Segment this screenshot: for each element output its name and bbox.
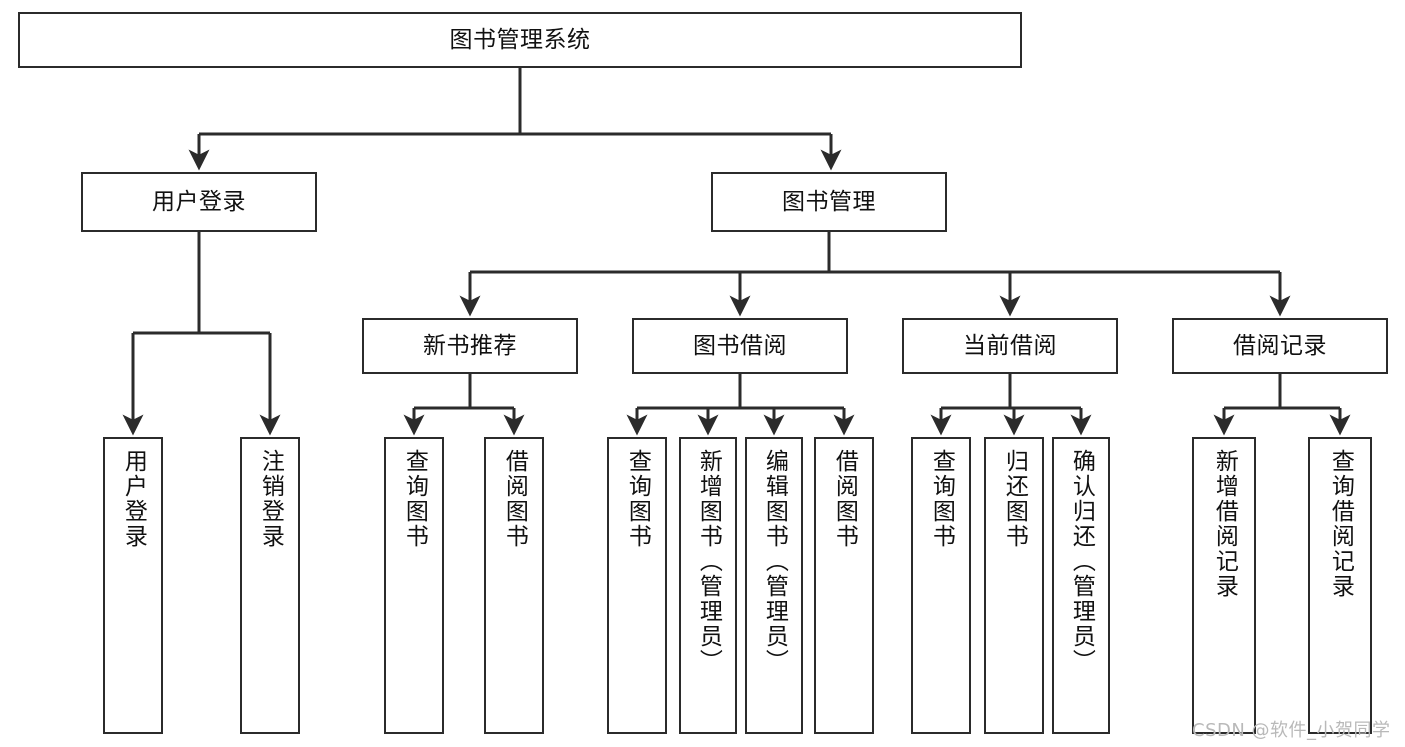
watermark-text: CSDN @软件_小贺同学 [1192,720,1391,741]
node-leaf-query-book-3-label: 查询图书 [928,449,955,549]
node-leaf-query-book-2-label: 查询图书 [624,449,651,549]
edge-currentborrow-to-leaves [930,374,1092,436]
node-leaf-query-book-3[interactable]: 查询图书 [911,437,971,734]
node-root-label: 图书管理系统 [449,26,591,53]
node-new-book-rec-label: 新书推荐 [423,332,517,359]
node-leaf-query-record[interactable]: 查询借阅记录 [1308,437,1372,734]
edge-newbookrec-to-leaves [403,374,525,436]
node-leaf-add-record-label: 新增借阅记录 [1211,449,1238,599]
node-leaf-query-book-2[interactable]: 查询图书 [607,437,667,734]
node-leaf-return-book[interactable]: 归还图书 [984,437,1044,734]
node-leaf-user-logout[interactable]: 注销登录 [240,437,300,734]
edge-root-to-level2 [188,68,842,171]
node-leaf-add-book-label: 新增图书（管理员） [695,449,722,674]
node-leaf-borrow-book-1[interactable]: 借阅图书 [484,437,544,734]
node-user-login-label: 用户登录 [152,188,246,215]
node-leaf-edit-book-label: 编辑图书（管理员） [761,449,788,674]
node-borrow-record-label: 借阅记录 [1233,332,1327,359]
node-leaf-return-book-label: 归还图书 [1001,449,1028,549]
node-borrow-record[interactable]: 借阅记录 [1172,318,1388,374]
node-leaf-query-book-1-label: 查询图书 [401,449,428,549]
node-leaf-confirm-return[interactable]: 确认归还（管理员） [1052,437,1110,734]
node-leaf-user-logout-label: 注销登录 [257,449,284,549]
node-current-borrow-label: 当前借阅 [963,332,1057,359]
edge-userlogin-to-leaves [122,232,281,436]
node-leaf-borrow-book-2-label: 借阅图书 [831,449,858,549]
node-leaf-query-record-label: 查询借阅记录 [1327,449,1354,599]
node-current-borrow[interactable]: 当前借阅 [902,318,1118,374]
node-root[interactable]: 图书管理系统 [18,12,1022,68]
edge-bookmanage-to-level3 [459,232,1291,317]
edge-borrowrecord-to-leaves [1213,374,1351,436]
node-leaf-borrow-book-2[interactable]: 借阅图书 [814,437,874,734]
node-leaf-add-book[interactable]: 新增图书（管理员） [679,437,737,734]
edge-bookborrow-to-leaves [626,374,855,436]
node-new-book-rec[interactable]: 新书推荐 [362,318,578,374]
node-leaf-add-record[interactable]: 新增借阅记录 [1192,437,1256,734]
node-user-login[interactable]: 用户登录 [81,172,317,232]
node-book-borrow[interactable]: 图书借阅 [632,318,848,374]
node-leaf-user-login-label: 用户登录 [120,449,147,549]
node-leaf-borrow-book-1-label: 借阅图书 [501,449,528,549]
node-book-borrow-label: 图书借阅 [693,332,787,359]
node-book-manage-label: 图书管理 [782,188,876,215]
node-leaf-edit-book[interactable]: 编辑图书（管理员） [745,437,803,734]
node-leaf-user-login[interactable]: 用户登录 [103,437,163,734]
node-book-manage[interactable]: 图书管理 [711,172,947,232]
node-leaf-query-book-1[interactable]: 查询图书 [384,437,444,734]
node-leaf-confirm-return-label: 确认归还（管理员） [1068,449,1095,674]
